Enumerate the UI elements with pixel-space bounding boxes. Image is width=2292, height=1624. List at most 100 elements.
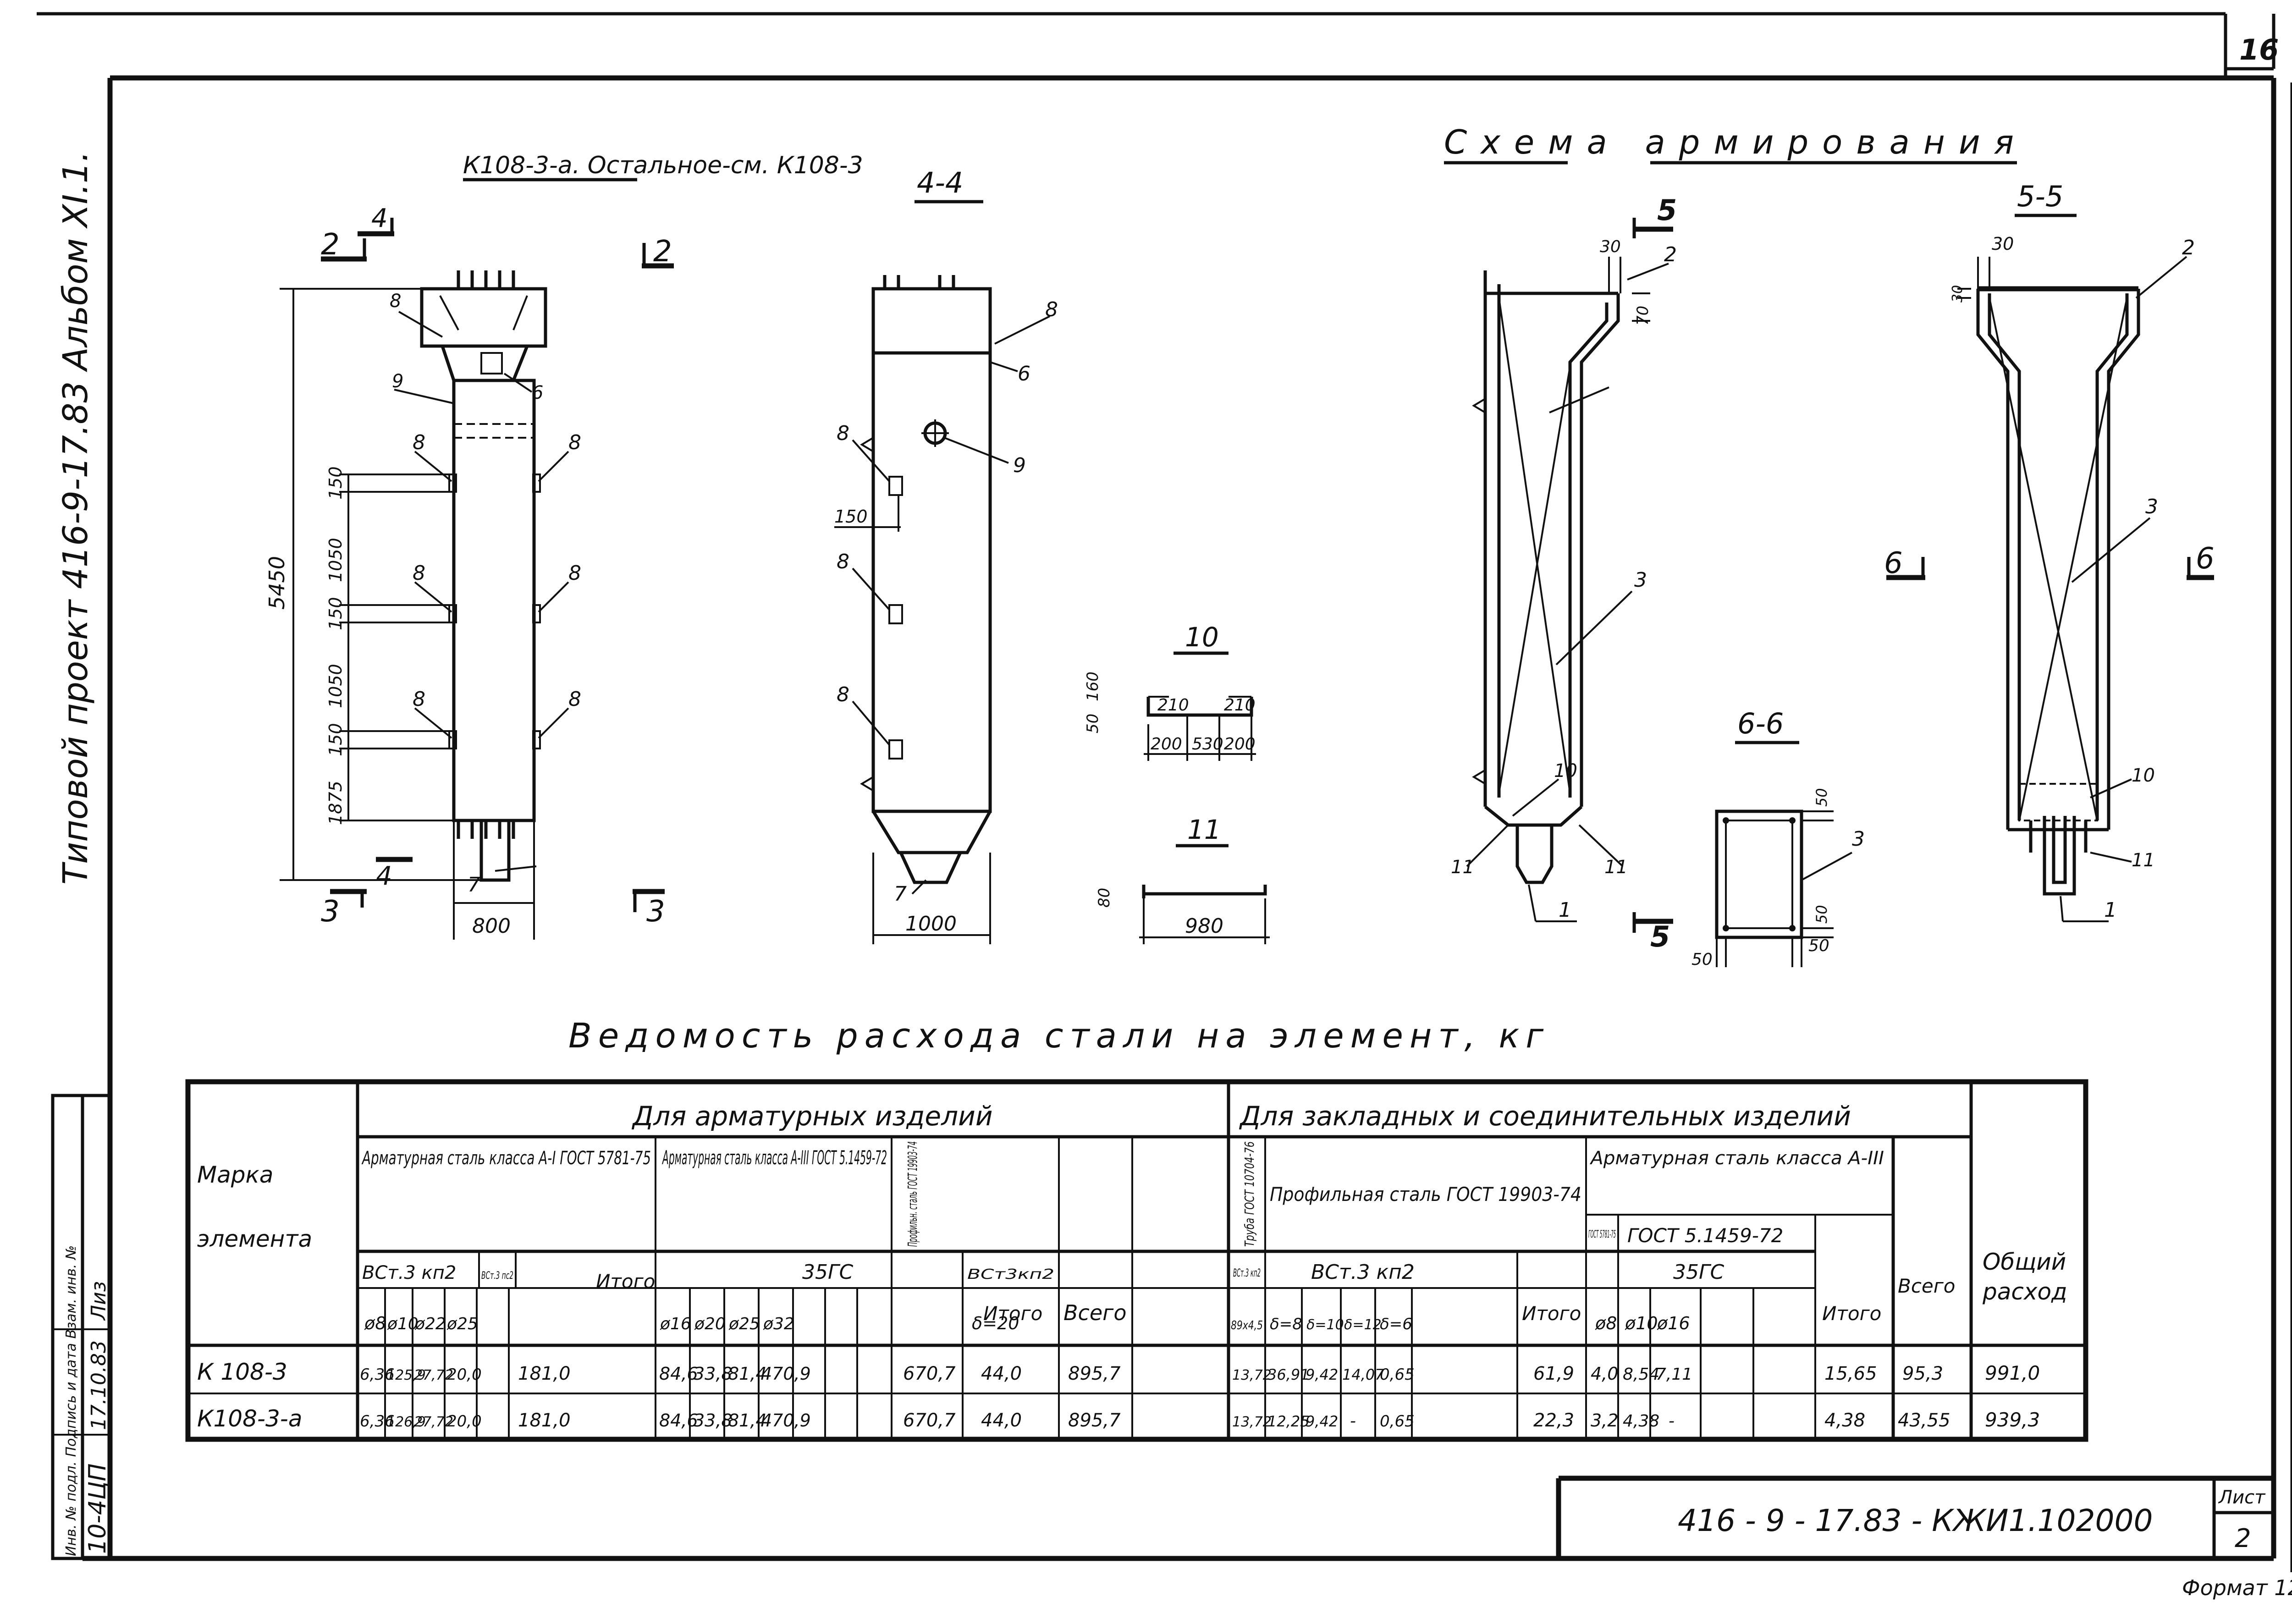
cell: 33,8 <box>694 1364 733 1384</box>
cell: 36,91 <box>1267 1366 1310 1383</box>
detail-10 <box>1144 696 1256 761</box>
th-vsego-arm: Всего <box>1063 1300 1126 1325</box>
front-mark-3a: 3 <box>321 895 340 929</box>
th-vsego-emb: Всего <box>1898 1275 1956 1297</box>
section66-dim-50-right: 50 <box>1813 905 1830 924</box>
front-mark-3b: 3 <box>646 895 665 929</box>
cell: 895,7 <box>1068 1410 1121 1431</box>
cell: 3,2 <box>1591 1410 1618 1431</box>
th-mark-2: элемента <box>197 1226 312 1252</box>
cell: 81,4 <box>728 1410 767 1431</box>
th-arm-group: Для арматурных изделий <box>631 1101 993 1132</box>
section55-cut-right: 6 <box>2196 542 2215 576</box>
front-label-6: 6 <box>532 382 543 403</box>
th-bst3kp2c: ВСт.3 кп2 <box>1233 1266 1261 1279</box>
scheme-cut-top: 5 <box>1657 193 1677 227</box>
scheme-cage <box>1466 218 1673 933</box>
th-itogo-prof: Итого <box>1522 1302 1581 1325</box>
th-col-d32: ø32 <box>763 1315 794 1333</box>
th-col-d16b: ø16 <box>1657 1313 1690 1333</box>
detail10-dim-530: 530 <box>1192 735 1223 754</box>
view2-label-8-3: 8 <box>837 683 849 706</box>
front-dim-width: 800 <box>472 914 511 938</box>
side-stamp-date: 17.10.83 <box>87 1340 110 1430</box>
table-row-1: К 108-3 6,36 125,9 27,72 20,0 181,0 84,6… <box>197 1359 2040 1385</box>
cell: 4,38 <box>1824 1410 1865 1431</box>
cell: 43,55 <box>1898 1410 1950 1431</box>
section-6-6 <box>1715 809 1852 967</box>
cell: 4,0 <box>1591 1364 1618 1384</box>
th-col-d8b: ø8 <box>1595 1313 1617 1333</box>
main-title: К108-3-а. Остальное-см. К108-3 <box>463 152 863 179</box>
scheme-dim-70: 70 <box>1634 306 1652 325</box>
side-title: Типовой проект 416-9-17.83 Альбом XI.1. <box>56 151 95 885</box>
cell: 84,6 <box>659 1364 698 1384</box>
scheme-cut-bottom: 5 <box>1650 920 1670 953</box>
th-col-d25b: ø25 <box>728 1315 760 1333</box>
row1-mark: К 108-3 <box>197 1359 287 1385</box>
view2-dim-width: 1000 <box>905 912 957 936</box>
th-col-d16: ø16 <box>660 1315 691 1333</box>
th-bst3ps2: ВСт.3 пс2 <box>481 1270 513 1282</box>
cell: 15,65 <box>1824 1363 1877 1384</box>
title-block <box>1556 1475 2274 1558</box>
row2-mark: К108-3-а <box>197 1405 302 1432</box>
view-section-4-4 <box>834 275 1050 944</box>
cell: 9,42 <box>1306 1413 1338 1430</box>
th-bst3kp2: ВСт.3 кп2 <box>362 1262 456 1283</box>
section66-label-3: 3 <box>1852 827 1865 851</box>
cell: 22,3 <box>1533 1410 1574 1431</box>
cell: 44,0 <box>981 1363 1022 1384</box>
cell: 12,25 <box>1267 1413 1310 1430</box>
front-dim-150-3: 150 <box>325 723 346 756</box>
cell: 13,72 <box>1232 1414 1272 1430</box>
section55-label-3: 3 <box>2145 495 2158 518</box>
cell: 6,36 <box>360 1412 395 1431</box>
view2-dim-150: 150 <box>834 506 868 527</box>
cell: 7,11 <box>1656 1365 1692 1384</box>
side-stamp-inv: 10-4ЦП <box>84 1464 111 1554</box>
th-tube: Труба ГОСТ 10704-76 <box>1242 1141 1257 1247</box>
title-code: 416 - 9 - 17.83 - КЖИ1.102000 <box>1678 1503 2153 1538</box>
th-profile-steel: Профильная сталь ГОСТ 19903-74 <box>1270 1183 1581 1206</box>
th-itogo-a3: Итого <box>983 1302 1042 1325</box>
side-stamp <box>51 1094 112 1560</box>
cell: 125,9 <box>386 1367 426 1383</box>
th-steel-a3b: Арматурная сталь класса А-III <box>1589 1148 1884 1169</box>
section66-title: 6-6 <box>1737 707 1784 740</box>
th-gost-a: ГОСТ 5781-75 <box>1588 1229 1616 1240</box>
scheme-label-11-left: 11 <box>1451 857 1474 878</box>
cell: 0,65 <box>1380 1412 1415 1431</box>
scheme-dim-30: 30 <box>1600 237 1621 256</box>
th-col-delta8: δ=8 <box>1270 1315 1302 1333</box>
table-title: Ведомость расхода стали на элемент, кг <box>568 1016 1550 1056</box>
cell: 470,9 <box>761 1364 811 1384</box>
scheme-title: Схема армирования <box>1444 123 2028 161</box>
section55-cut-left: 6 <box>1884 546 1903 580</box>
front-dim-1050-2: 1050 <box>325 664 346 708</box>
view2-label-8-top: 8 <box>1045 298 1058 321</box>
front-label-8-l2: 8 <box>413 562 425 585</box>
section55-label-1: 1 <box>2104 898 2117 922</box>
th-steel-a3: Арматурная сталь класса А-III ГОСТ 5.145… <box>662 1146 887 1169</box>
section-5-5 <box>1886 256 2214 922</box>
cell: 8,54 <box>1623 1365 1659 1384</box>
detail10-dim-210b: 210 <box>1224 696 1256 715</box>
steel-table-grid <box>185 1079 2088 1442</box>
detail10-dim-200a: 200 <box>1151 735 1182 754</box>
front-mark-2b: 2 <box>653 235 672 269</box>
table-row-2: К108-3-а 6,36 126,9 27,72 20,0 181,0 84,… <box>197 1405 2040 1432</box>
cell: 181,0 <box>518 1363 571 1384</box>
cell: 181,0 <box>518 1410 571 1431</box>
front-label-8-r1: 8 <box>568 431 581 454</box>
cell: 81,4 <box>728 1364 767 1384</box>
front-dim-height: 5450 <box>264 556 289 610</box>
detail11-title: 11 <box>1187 814 1221 845</box>
cell: 939,3 <box>1985 1409 2040 1431</box>
cell: 895,7 <box>1068 1363 1121 1384</box>
front-label-8-r2: 8 <box>568 562 581 585</box>
front-label-8-l1: 8 <box>413 431 425 454</box>
th-col-delta10: δ=10 <box>1306 1317 1344 1333</box>
th-col-delta12: δ=12 <box>1344 1317 1382 1333</box>
front-label-8-r3: 8 <box>568 688 581 711</box>
